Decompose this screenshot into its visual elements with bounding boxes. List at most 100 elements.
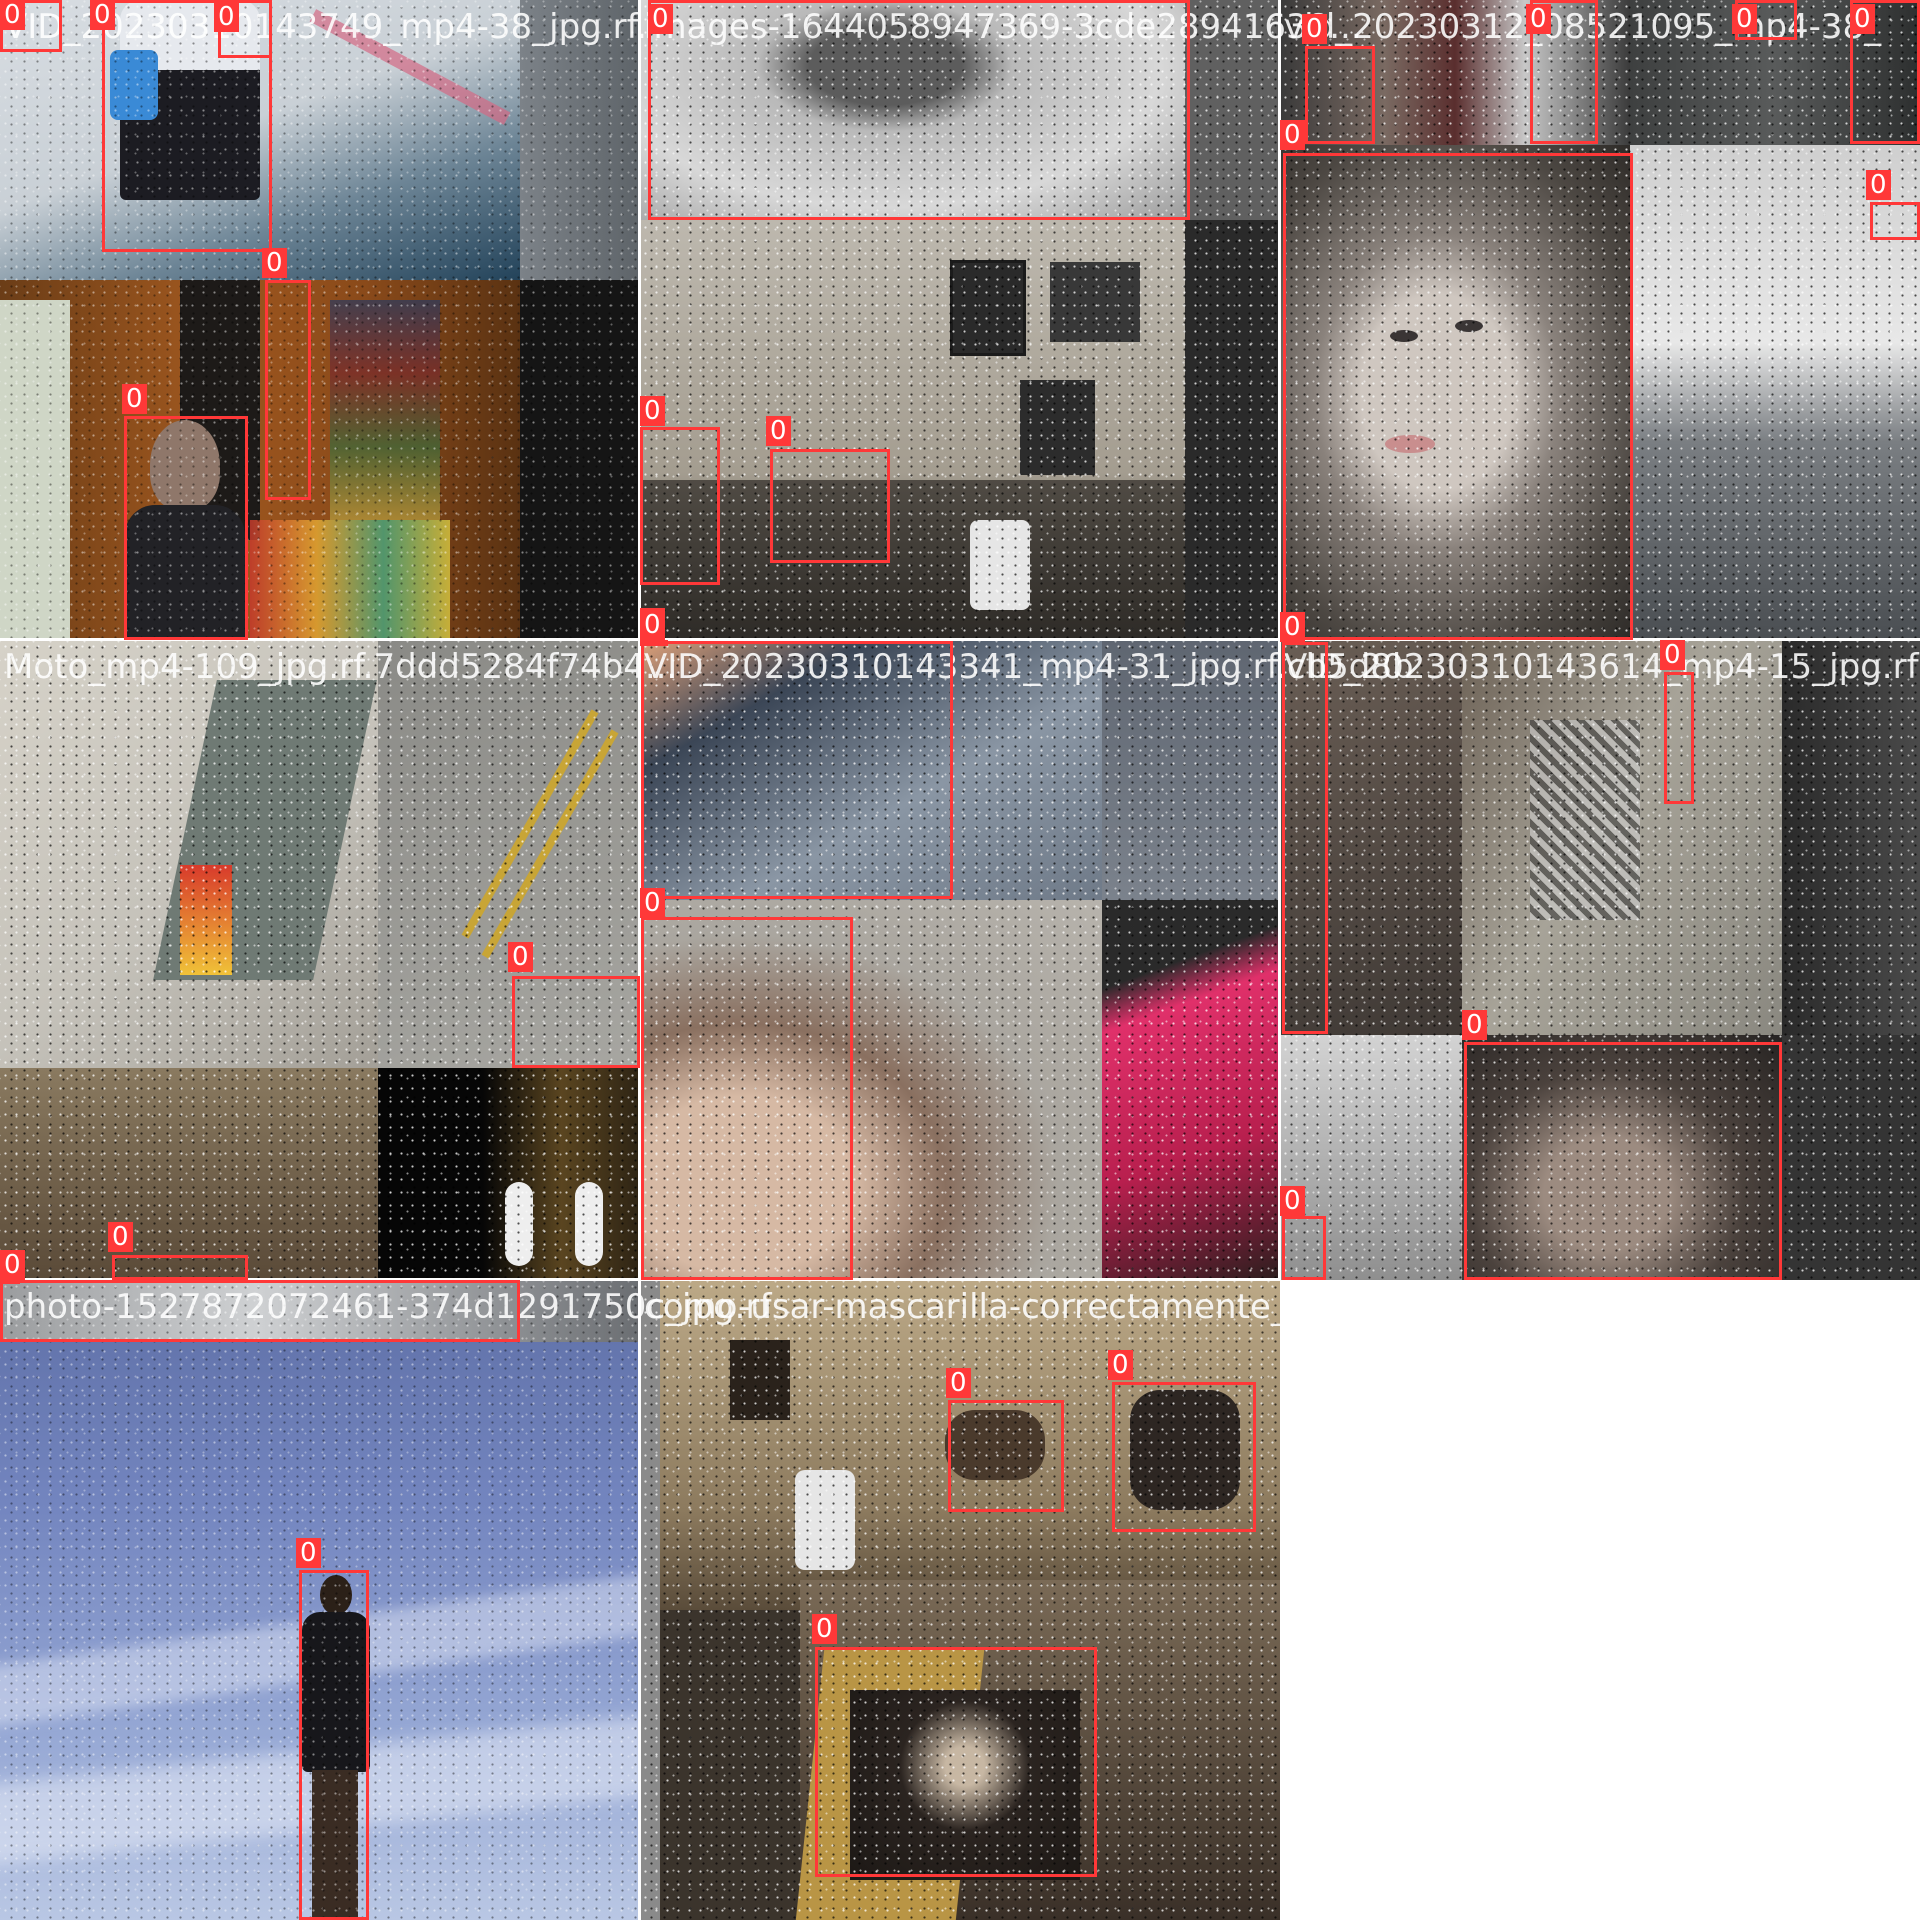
person-group-floor [850, 1690, 1080, 1880]
detection-box [640, 427, 720, 585]
grey-edge [1185, 0, 1280, 220]
class-label: 0 [1866, 170, 1891, 200]
dark-rail [1782, 640, 1920, 1035]
blank-area [1280, 1280, 1920, 1920]
dark-noise-strip [520, 280, 640, 640]
bed-dark [640, 480, 1185, 640]
portrait-eye-right [1455, 320, 1483, 332]
detection-box [815, 1647, 1097, 1877]
detection-box [1112, 1382, 1256, 1532]
tile-blurred-closeup [640, 640, 1280, 1280]
detection-box [512, 976, 640, 1068]
wall-frame-a [730, 1340, 790, 1420]
tile-filename: photo-1527872072461-374d1291750c_jpg.rf [4, 1287, 772, 1327]
detection-box [648, 0, 1190, 220]
class-label: 0 [812, 1614, 837, 1644]
red-fabric [1102, 900, 1280, 1280]
class-label: 0 [640, 888, 665, 918]
person-head [320, 1575, 352, 1615]
class-label: 0 [648, 4, 673, 34]
face-closeup-image [640, 900, 1102, 1280]
class-label: 0 [508, 942, 533, 972]
class-label: 0 [0, 1250, 25, 1280]
class-label: 0 [1526, 4, 1551, 34]
person-sitting [1130, 1390, 1240, 1510]
separator [638, 0, 641, 1920]
class-label: 0 [766, 416, 791, 446]
person-lying [945, 1410, 1045, 1480]
class-label: 0 [262, 248, 287, 278]
detection-box [641, 641, 953, 899]
class-label: 0 [1280, 1186, 1305, 1216]
detection-box [265, 280, 311, 500]
wall-frames [950, 260, 1026, 356]
detection-box [102, 0, 272, 252]
tile-sidewalk-awning [0, 640, 640, 1280]
top-strip-figures [1280, 0, 1630, 145]
detection-box [948, 1400, 1064, 1512]
class-label: 0 [90, 0, 115, 30]
detection-box [1664, 672, 1694, 804]
door-figure-1 [505, 1182, 533, 1266]
white-bin [795, 1470, 855, 1570]
class-label: 0 [640, 396, 665, 426]
tile-sky-person [0, 1280, 640, 1920]
tile-heart-fabric [640, 0, 1280, 640]
class-label: 0 [1280, 612, 1305, 642]
blur-leg-image [640, 640, 1102, 900]
detection-box [1282, 1216, 1326, 1280]
tile-filename: VID_20230310143614_mp4-15_jpg.rf [1284, 647, 1919, 687]
shelf-colorful [330, 300, 440, 520]
class-label: 0 [108, 1222, 133, 1252]
detection-box [112, 1255, 248, 1280]
detection-box [1305, 46, 1375, 144]
portrait-lips [1385, 435, 1435, 453]
class-label: 0 [1850, 4, 1875, 34]
detection-box [1530, 0, 1598, 144]
left-grey-strip [640, 1280, 660, 1920]
fabric-image [640, 0, 1185, 220]
class-label: 0 [214, 2, 239, 32]
room-wall-image [0, 1068, 378, 1280]
detection-box [641, 917, 853, 1280]
man-body [125, 505, 245, 640]
door-figure-2 [575, 1182, 603, 1266]
tile-filename: Moto_mp4-109_jpg.rf.7ddd5284f74b4... [4, 647, 678, 687]
class-label: 0 [1280, 120, 1305, 150]
class-label: 0 [122, 384, 147, 414]
sidewalk-image [0, 0, 520, 280]
detection-box [1464, 1042, 1782, 1280]
grey-texture [1102, 640, 1280, 900]
class-label: 0 [1462, 1010, 1487, 1040]
detection-box [124, 416, 248, 640]
detection-box [1870, 202, 1920, 240]
class-label: 0 [1302, 14, 1327, 44]
person-torso [302, 1612, 370, 1772]
facade-image [1280, 1035, 1462, 1280]
wall-frame-2 [1050, 262, 1140, 342]
class-label: 0 [1660, 640, 1685, 670]
detection-box [0, 1280, 520, 1342]
fridge-white [0, 300, 70, 640]
store-sign [180, 865, 232, 975]
face-dark-image [1462, 1035, 1782, 1280]
detection-box [1282, 642, 1328, 1034]
tile-woman-portrait [1280, 0, 1920, 640]
graffiti [1530, 720, 1640, 920]
class-label: 0 [0, 0, 25, 30]
tile-street-walker [0, 0, 640, 640]
class-label: 0 [1732, 4, 1757, 34]
tile-filename: VID_20230310143341_mp4-31_jpg.rf.cb5d8b [644, 647, 1414, 687]
blue-bag [110, 50, 158, 120]
detection-box [770, 449, 890, 563]
tile-filename: images-1644058947369-3cde28941638... [644, 7, 1362, 47]
man-head [150, 420, 220, 510]
class-label: 0 [1108, 1350, 1133, 1380]
table-items [250, 520, 450, 640]
detection-box [1283, 153, 1633, 640]
separator [0, 1278, 1280, 1281]
portrait-image [1280, 145, 1630, 640]
tile-building-overhead [1280, 640, 1920, 1280]
detection-box [299, 1570, 369, 1920]
